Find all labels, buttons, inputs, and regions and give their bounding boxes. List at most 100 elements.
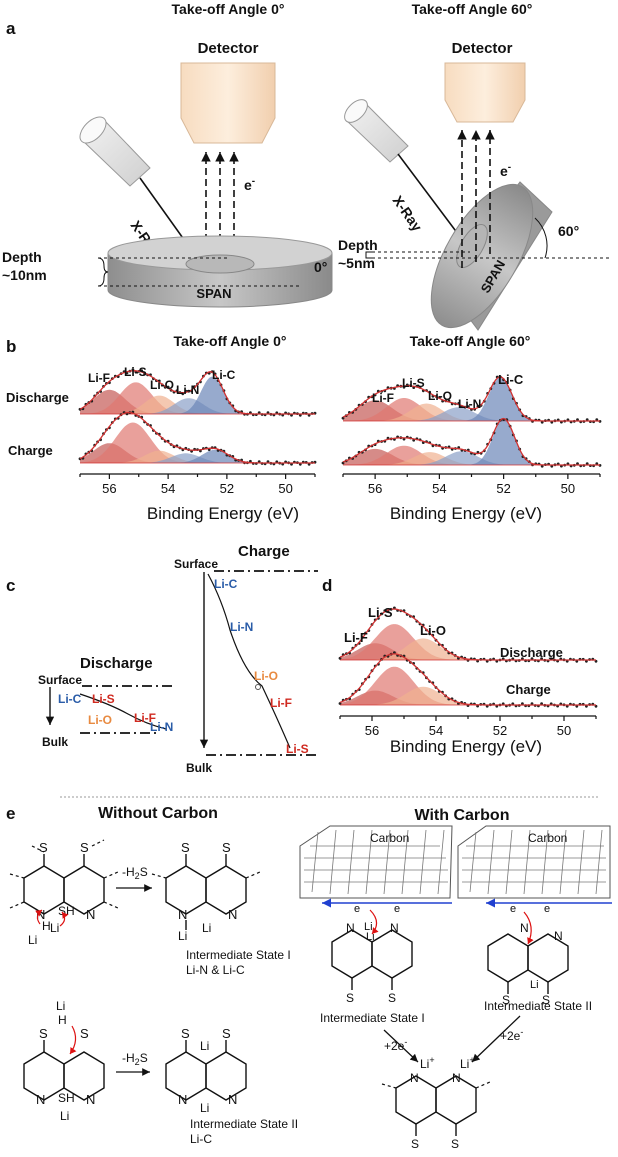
d-label-lio: Li-O [420,623,446,638]
e-h2s-2-sub: 2 [135,1057,140,1067]
e-molecule-carbon-int2: N N Li S S e e [487,903,569,1007]
e-h2s-2: -H2S [122,1051,148,1067]
e6-e2: e [544,903,550,915]
panel-b: b Take-off Angle 0° Take-off Angle 60° D… [6,333,602,523]
e-molecule-reactant-1: S S N N SH H Li Li [9,839,119,947]
data-point [338,656,342,660]
c-discharge-lic: Li-C [58,692,82,706]
c-charge-lic: Li-C [214,577,238,591]
e5-li2: Li [366,931,375,943]
peak-li-s [340,666,596,705]
e3-s1: S [39,1026,48,1041]
d-label-lis: Li-S [368,605,393,620]
e-carbon-left-label: Carbon [370,831,409,845]
b0-xlabel: Binding Energy (eV) [147,504,299,523]
right-depth-bracket [365,251,372,259]
right-title: Take-off Angle 60° [412,1,533,17]
x-tick-label: 52 [220,481,234,496]
e7-n2: N [452,1071,461,1085]
left-depth-value: ~10nm [2,267,47,283]
c-charge-title: Charge [238,543,290,560]
x-tick-label: 56 [365,723,379,738]
e-molecule-product: N N Li+ Li+ S S [381,1055,491,1151]
e-carbon-right-label: Carbon [528,831,567,845]
e6-li: Li [530,979,539,991]
e-plus2e-right-sup: - [520,1027,523,1037]
e1-s1: S [39,840,48,855]
e5-s1: S [346,991,354,1005]
e3-s2: S [80,1026,89,1041]
e-h2s-1-s: S [140,865,148,879]
d-label-lif: Li-F [344,630,368,645]
d-charge-label: Charge [506,682,551,697]
e2-n2: N [228,907,237,922]
peak-li-s [343,445,600,465]
peak-li-n [343,451,600,465]
x-tick-label: 54 [429,723,443,738]
e-plus2e-right-t: +2e [500,1029,521,1043]
c-charge-lin: Li-N [230,620,253,634]
panel-c-label: c [6,576,15,595]
e3-h: H [58,1013,67,1027]
right-xray-label: X-Ray [390,193,426,235]
e-molecule-carbon-int1: N N Li Li S S e e [331,903,413,1005]
e3-n2: N [86,1092,95,1107]
right-sample-disk [430,181,553,331]
e-molecule-intermediate-1: S S N N Li Li [151,840,261,943]
e7-li2-sup: + [469,1055,474,1065]
x-tick-label: 56 [102,481,116,496]
b1-label-lis: Li-S [402,376,425,390]
peak-li-o [343,452,600,465]
e1-h: H [42,919,51,933]
c-discharge-lis: Li-S [92,692,115,706]
e5-e1: e [354,903,360,915]
b-discharge-label: Discharge [6,390,69,405]
left-electron-label: e- [244,176,255,193]
right-depth-value: ~5nm [338,255,375,271]
c-discharge-title: Discharge [80,655,153,672]
panel-b-label: b [6,337,16,356]
e-plus2e-left-t: +2e [384,1039,405,1053]
x-tick-label: 56 [368,481,382,496]
x-tick-label: 50 [561,481,575,496]
e-plus2e-left-sup: - [404,1037,407,1047]
e-without-title: Without Carbon [98,805,218,822]
panel-c: c Discharge Surface Bulk Li-C Li-S Li-O … [6,543,318,775]
c-discharge-lio: Li-O [88,713,112,727]
e3-li2: Li [60,1109,69,1123]
e-h2s-2-h: -H [122,1051,135,1065]
b-right-title: Take-off Angle 60° [410,333,531,349]
e7-s2: S [451,1137,459,1151]
b0-label-lio: Li-O [150,378,174,392]
panel-a: a Take-off Angle 0° Detector X-Ray e- De… [2,1,612,331]
right-electron-e: e [500,163,508,179]
x-tick-label: 54 [432,481,446,496]
e2-s1: S [181,840,190,855]
e2-li2: Li [202,921,211,935]
e-molecule-reactant-2: S S Li H N N SH Li [23,999,105,1123]
e5-li1: Li [364,921,373,933]
e-arrow-3 [383,1029,419,1063]
e7-s1: S [411,1137,419,1151]
peak-li-o [340,638,596,660]
left-title: Take-off Angle 0° [172,1,285,17]
x-tick-label: 52 [493,723,507,738]
e7-li2-t: Li [460,1057,469,1071]
left-sample-disk [107,235,333,308]
peak-li-c [80,376,315,414]
b0-label-lic: Li-C [212,368,236,382]
x-tick-label: 54 [161,481,175,496]
peak-li-s [80,422,315,463]
e-carbon-int2-label: Intermediate State II [484,999,592,1013]
panel-e: e Without Carbon With Carbon S S N N SH … [6,804,612,1151]
left-depth-label: Depth [2,249,42,265]
series-charge [78,410,317,466]
e-carbon-right: Carbon [457,825,612,908]
left-xray-tube-icon [79,116,151,187]
e1-s2: S [80,840,89,855]
e6-n2: N [554,929,563,943]
